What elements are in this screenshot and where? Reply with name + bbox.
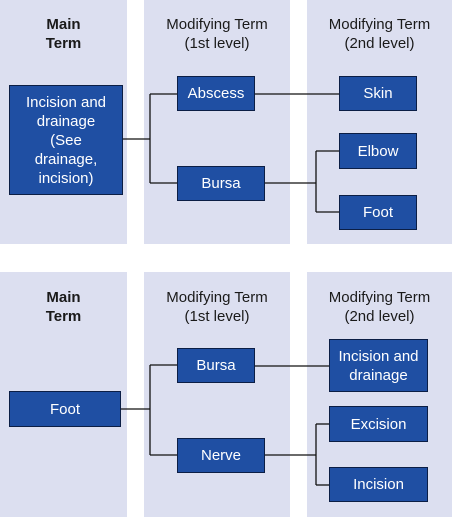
level2-header: Modifying Term (2nd level) (307, 288, 452, 326)
main-term-header: Main Term (0, 15, 127, 53)
main-term-header: Main Term (0, 288, 127, 326)
main-term-header-line2: Term (45, 308, 82, 325)
main-term-box: Incision and drainage (See drainage, inc… (9, 85, 123, 195)
main-term-header-line1: Main (46, 16, 81, 33)
level2-header-line2: (2nd level) (344, 35, 415, 52)
level2-box-foot: Foot (339, 195, 417, 230)
main-term-header-line1: Main (46, 289, 81, 306)
level2-header-line1: Modifying Term (328, 16, 431, 33)
level1-box-nerve: Nerve (177, 438, 265, 473)
level1-header-line2: (1st level) (184, 308, 250, 325)
level1-header: Modifying Term (1st level) (144, 15, 290, 53)
main-term-header-line2: Term (45, 35, 82, 52)
level1-column-bg (144, 272, 290, 517)
level2-header-line1: Modifying Term (328, 289, 431, 306)
level2-box-incision: Incision (329, 467, 428, 502)
level1-header-line2: (1st level) (184, 35, 250, 52)
level2-box-elbow: Elbow (339, 133, 417, 169)
level1-box-bursa: Bursa (177, 348, 255, 383)
level1-header: Modifying Term (1st level) (144, 288, 290, 326)
level2-header-line2: (2nd level) (344, 308, 415, 325)
level2-box-skin: Skin (339, 76, 417, 111)
level1-column-bg (144, 0, 290, 244)
main-term-box: Foot (9, 391, 121, 427)
level1-box-abscess: Abscess (177, 76, 255, 111)
level1-box-bursa: Bursa (177, 166, 265, 201)
level1-header-line1: Modifying Term (166, 16, 268, 33)
level2-box-excision: Excision (329, 406, 428, 442)
level2-header: Modifying Term (2nd level) (307, 15, 452, 53)
level1-header-line1: Modifying Term (166, 289, 268, 306)
level2-box-incision-and-drainage: Incision and drainage (329, 339, 428, 392)
